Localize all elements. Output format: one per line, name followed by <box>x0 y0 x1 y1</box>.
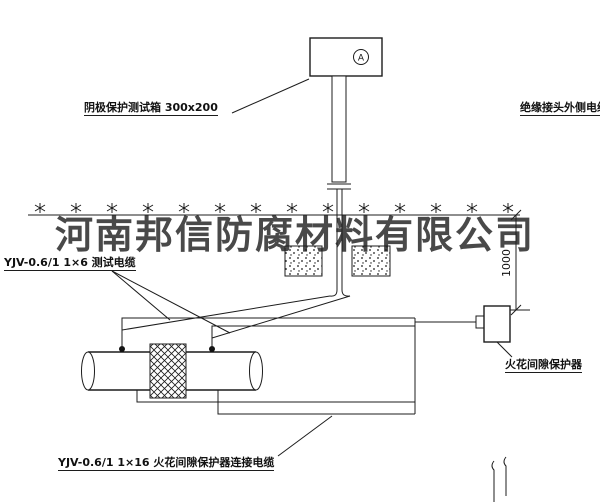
watermark-text: 河南邦信防腐材料有限公司 <box>55 213 536 257</box>
test-box-leader <box>231 78 310 114</box>
ammeter-letter: A <box>358 54 365 64</box>
test-box-label: 阴极保护测试箱 300x200 <box>84 101 218 116</box>
dimension-text: 1000 <box>500 249 513 277</box>
ammeter-symbol <box>353 49 369 65</box>
insulated-cable-label: 绝缘接头外侧电缆 <box>520 101 600 116</box>
test-cable-leader-1 <box>111 270 171 321</box>
ground-line <box>28 202 520 216</box>
pipe-break-symbol <box>491 456 507 502</box>
test-cable-label: YJV-0.6/1 1×6 测试电缆 <box>4 256 136 271</box>
riser-conduit <box>327 75 351 297</box>
pipeline <box>81 343 263 399</box>
cables <box>121 295 476 415</box>
connection-cable-leader <box>277 415 333 457</box>
spark-gap-label: 火花间隙保护器 <box>505 358 582 373</box>
connection-cable-label: YJV-0.6/1 1×16 火花间隙保护器连接电缆 <box>58 456 275 471</box>
spark-gap-protector <box>475 305 513 358</box>
dimension-1000: 1000 <box>494 209 530 316</box>
test-box: A <box>309 37 383 77</box>
test-cable-leader-2 <box>111 270 231 334</box>
leader-lines <box>111 78 333 457</box>
test-cable-left <box>121 295 331 349</box>
anchor-blocks <box>284 245 391 277</box>
